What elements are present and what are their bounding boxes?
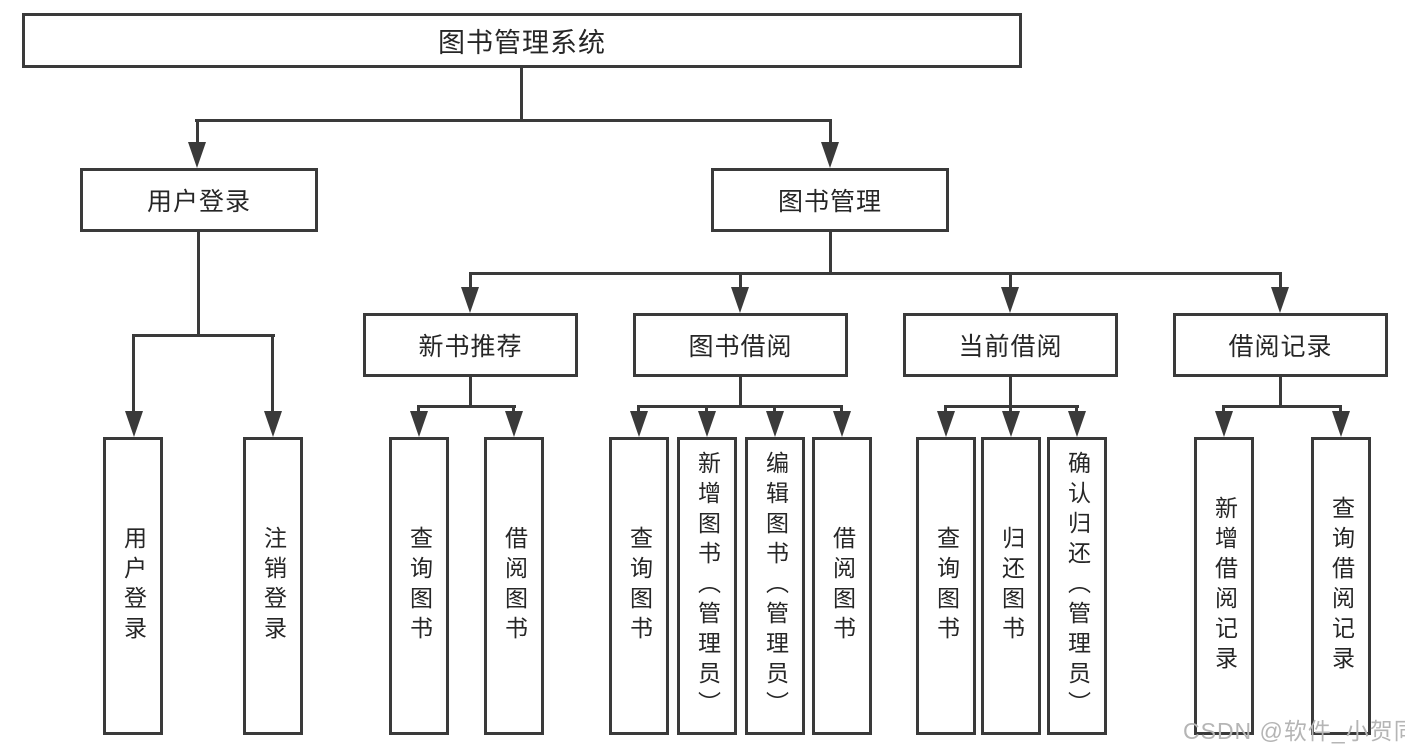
arrow-shaft [773,405,776,413]
stem-line [829,232,832,275]
arrow-shaft [132,334,135,413]
arrow-shaft [417,405,420,413]
arrowhead-icon [461,287,479,313]
arrowhead-icon [1215,411,1233,437]
leaf-query-borrow-record: 查询借阅记录 [1311,437,1371,735]
arrowhead-icon [1002,411,1020,437]
leaf-borrow-books-recommend: 借阅图书 [484,437,544,735]
leaf-query-books-current: 查询图书 [916,437,976,735]
arrowhead-icon [188,142,206,168]
leaf-query-books-recommend: 查询图书 [389,437,449,735]
node-book-borrowing: 图书借阅 [633,313,848,377]
split-line [132,334,275,337]
arrow-shaft [1222,405,1225,413]
split-line [1222,405,1342,408]
split-line [469,272,1282,275]
arrowhead-icon [630,411,648,437]
arrowhead-icon [731,287,749,313]
arrow-shaft [944,405,947,413]
arrowhead-icon [821,142,839,168]
arrowhead-icon [1271,287,1289,313]
stem-line [1009,377,1012,408]
node-book-management: 图书管理 [711,168,949,232]
arrow-shaft [271,334,274,413]
stem-line [1279,377,1282,408]
arrow-shaft [840,405,843,413]
split-line [637,405,843,408]
arrowhead-icon [410,411,428,437]
arrowhead-icon [264,411,282,437]
leaf-query-books-borrow: 查询图书 [609,437,669,735]
stem-line [197,232,200,337]
leaf-return-books: 归还图书 [981,437,1041,735]
arrow-shaft [196,119,199,143]
arrowhead-icon [1332,411,1350,437]
leaf-confirm-return-admin: 确认归还（管理员） [1047,437,1107,735]
arrowhead-icon [833,411,851,437]
leaf-borrow-books: 借阅图书 [812,437,872,735]
arrow-shaft [1009,272,1012,289]
leaf-add-borrow-record: 新增借阅记录 [1194,437,1254,735]
node-user-login: 用户登录 [80,168,318,232]
arrow-shaft [1279,272,1282,289]
stem-line [520,68,523,122]
split-line [195,119,832,122]
leaf-logout: 注销登录 [243,437,303,735]
arrow-shaft [512,405,515,413]
node-new-book-recommendation: 新书推荐 [363,313,578,377]
leaf-user-login: 用户登录 [103,437,163,735]
arrow-shaft [1075,405,1078,413]
node-current-borrowing: 当前借阅 [903,313,1118,377]
arrow-shaft [705,405,708,413]
node-library-management-system: 图书管理系统 [22,13,1022,68]
arrowhead-icon [505,411,523,437]
arrowhead-icon [766,411,784,437]
leaf-edit-books-admin: 编辑图书（管理员） [745,437,805,735]
arrow-shaft [829,119,832,143]
stem-line [739,377,742,408]
arrowhead-icon [125,411,143,437]
arrow-shaft [739,272,742,289]
arrowhead-icon [937,411,955,437]
arrow-shaft [1339,405,1342,413]
arrowhead-icon [1068,411,1086,437]
stem-line [469,377,472,408]
watermark: CSDN @软件_小贺同学 [1183,718,1405,744]
arrow-shaft [637,405,640,413]
arrowhead-icon [698,411,716,437]
arrow-shaft [469,272,472,289]
arrowhead-icon [1001,287,1019,313]
split-line [417,405,516,408]
arrow-shaft [1009,405,1012,413]
leaf-add-books-admin: 新增图书（管理员） [677,437,737,735]
node-borrowing-records: 借阅记录 [1173,313,1388,377]
